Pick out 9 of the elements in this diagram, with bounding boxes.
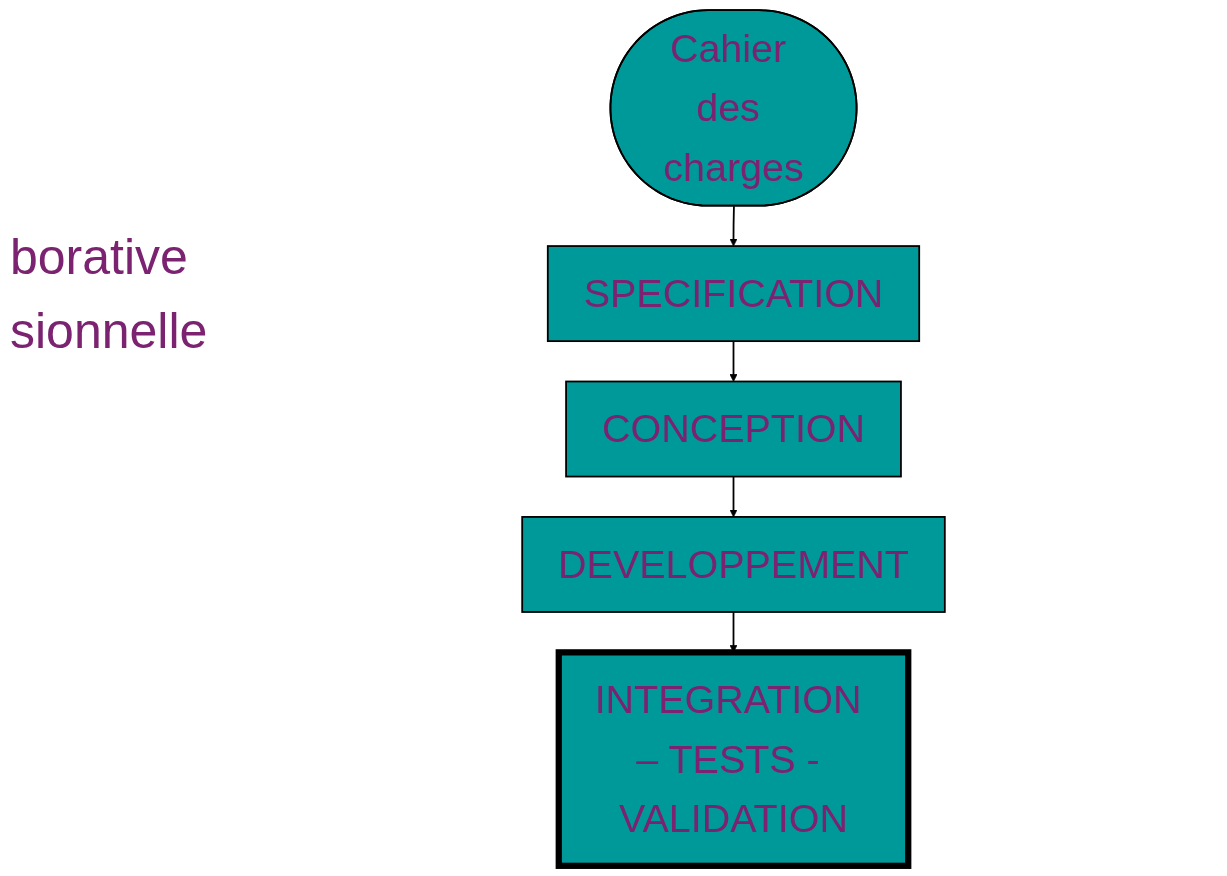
node-box: DEVELOPPEMENT (521, 516, 946, 613)
arrow (729, 205, 738, 247)
side-text: borative (9, 228, 189, 287)
node-box: INTEGRATION – TESTS - VALIDATION (555, 649, 912, 869)
arrow (729, 340, 738, 382)
side-text: sionnelle (9, 302, 209, 361)
node-box: SPECIFICATION (546, 245, 921, 343)
node-box: CONCEPTION (565, 380, 902, 478)
arrow (729, 475, 738, 518)
